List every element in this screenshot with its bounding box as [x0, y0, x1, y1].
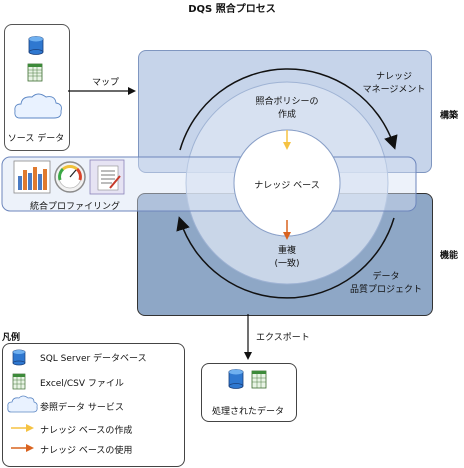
database-icon: [28, 36, 44, 55]
processed-data-label: 処理されたデータ: [211, 407, 284, 417]
export-label: エクスポート: [256, 333, 310, 343]
duplicate-label: 重複 (一致): [274, 246, 300, 269]
output-spreadsheet-icon: [251, 370, 267, 389]
source-data-label: ソース データ: [7, 134, 65, 144]
legend-spreadsheet-icon: [12, 373, 26, 390]
function-label: 機能: [440, 251, 459, 261]
bottom-cycle-arrow: [176, 216, 395, 299]
legend-cloud-icon: [7, 395, 38, 413]
knowledge-base-label: ナレッジ ベース: [254, 181, 320, 191]
legend-item-kb-create: ナレッジ ベースの作成: [40, 426, 133, 436]
legend-item-reference-service: 参照データ サービス: [40, 403, 124, 413]
legend-item-database: SQL Server データベース: [40, 354, 147, 364]
checklist-icon: [89, 159, 125, 195]
chart-icon: [13, 160, 51, 194]
integrated-profiling-label: 統合プロファイリング: [30, 202, 121, 212]
map-label: マップ: [92, 78, 120, 88]
legend-item-kb-use: ナレッジ ベースの使用: [40, 446, 133, 456]
cloud-icon: [14, 93, 62, 119]
top-cycle-arrow: [179, 68, 398, 151]
legend-title: 凡例: [2, 333, 21, 343]
gauge-icon: [54, 161, 86, 193]
knowledge-management-label: ナレッジ マネージメント: [362, 72, 426, 95]
matching-policy-label: 照合ポリシーの 作成: [255, 97, 319, 120]
spreadsheet-icon: [27, 63, 43, 82]
output-database-icon: [228, 369, 244, 389]
legend-item-spreadsheet: Excel/CSV ファイル: [40, 379, 124, 389]
data-quality-project-label: データ 品質プロジェクト: [349, 272, 422, 295]
processed-data-box: [201, 363, 297, 422]
build-label: 構築: [440, 111, 459, 121]
diagram-title: DQS 照合プロセス: [188, 4, 276, 15]
legend-database-icon: [12, 349, 26, 366]
